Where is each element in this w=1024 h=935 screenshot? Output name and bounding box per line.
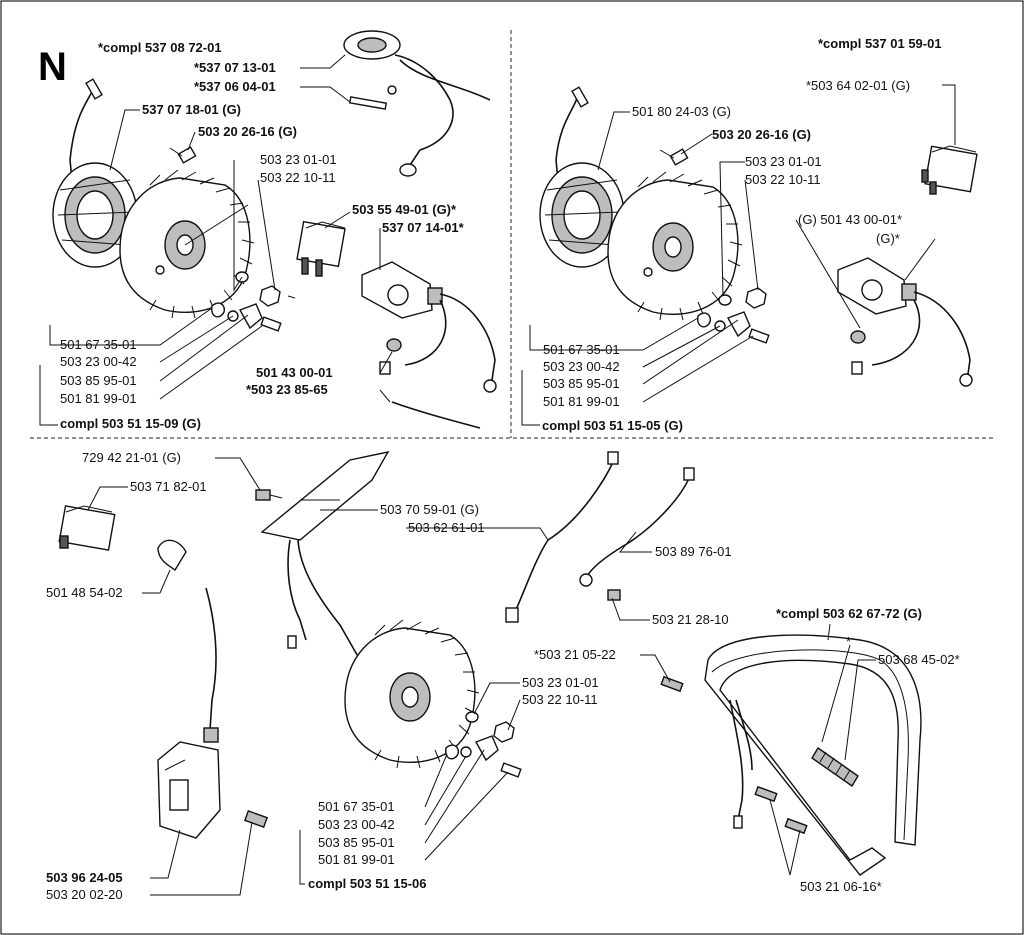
bottom-ignition-coil-drawing [157, 587, 269, 839]
tl-switch-drawing [296, 220, 346, 277]
section-letter: N [38, 45, 67, 89]
label-star: * [846, 634, 851, 649]
label-tr-501-43-00-01: (G) 501 43 00-01* [798, 212, 902, 227]
label-503-55-49-01: 503 55 49-01 (G)* [352, 202, 457, 217]
label-501-80-24-03: 501 80 24-03 (G) [632, 104, 731, 119]
bottom-wires-drawing [505, 451, 695, 623]
bottom-handle-drawing [660, 634, 922, 876]
label-503-62-61-01: 503 62 61-01 [408, 520, 485, 535]
label-bottom-503-22-10-11: 503 22 10-11 [522, 692, 598, 707]
label-503-21-06-16: 503 21 06-16* [800, 879, 882, 894]
bottom-switch-drawing [58, 505, 116, 551]
bottom-plug-cap-drawing [157, 539, 187, 572]
label-537-07-13-01: *537 07 13-01 [194, 60, 276, 75]
label-537-07-18-01: 537 07 18-01 (G) [142, 102, 241, 117]
label-compl-503-62-67-72: *compl 503 62 67-72 (G) [776, 606, 922, 621]
tr-flywheel-drawing [607, 171, 743, 321]
tl-ignition-module-drawing [52, 78, 138, 268]
tl-leader-lines [39, 54, 393, 426]
label-tr-501-81-99-01: 501 81 99-01 [543, 394, 620, 409]
label-503-20-26-16: 503 20 26-16 (G) [198, 124, 297, 139]
label-tr-g-star: (G)* [876, 231, 900, 246]
label-501-67-35-01: 501 67 35-01 [60, 337, 137, 352]
label-tr-503-22-10-11: 503 22 10-11 [745, 172, 821, 187]
label-503-64-02-01: *503 64 02-01 (G) [806, 78, 910, 93]
tr-leader-lines [521, 84, 956, 426]
label-compl-537-08-72-01: *compl 537 08 72-01 [98, 40, 222, 55]
label-501-48-54-02: 501 48 54-02 [46, 585, 123, 600]
label-501-81-99-01: 501 81 99-01 [60, 391, 137, 406]
tr-switch-drawing [921, 145, 978, 195]
label-503-96-24-05: 503 96 24-05 [46, 870, 123, 885]
bottom-leader-lines [87, 457, 876, 896]
bottom-flywheel-drawing [344, 619, 522, 778]
label-503-23-01-01: 503 23 01-01 [260, 152, 337, 167]
label-503-22-10-11: 503 22 10-11 [260, 170, 336, 185]
label-503-23-00-42: 503 23 00-42 [60, 354, 137, 369]
tr-ignition-module-drawing [539, 86, 625, 268]
label-compl-537-01-59-01: *compl 537 01 59-01 [818, 36, 942, 51]
tl-small-parts-drawing [169, 146, 296, 332]
label-503-21-28-10: 503 21 28-10 [652, 612, 729, 627]
label-503-89-76-01: 503 89 76-01 [655, 544, 732, 559]
bottom-shroud-drawing [260, 450, 390, 661]
label-tr-503-23-00-42: 503 23 00-42 [543, 359, 620, 374]
label-bottom-501-67-35-01: 501 67 35-01 [318, 799, 395, 814]
label-compl-503-51-15-06: compl 503 51 15-06 [308, 876, 427, 891]
label-compl-503-51-15-05: compl 503 51 15-05 (G) [542, 418, 683, 433]
tl-coil-top-drawing [343, 30, 491, 177]
label-501-43-00-01: 501 43 00-01 [256, 365, 333, 380]
label-bottom-501-81-99-01: 501 81 99-01 [318, 852, 395, 867]
label-503-71-82-01: 503 71 82-01 [130, 479, 207, 494]
label-729-42-21-01: 729 42 21-01 (G) [82, 450, 181, 465]
label-503-70-59-01: 503 70 59-01 (G) [380, 502, 479, 517]
label-503-85-95-01: 503 85 95-01 [60, 373, 137, 388]
label-537-06-04-01: *537 06 04-01 [194, 79, 276, 94]
label-compl-503-51-15-09: compl 503 51 15-09 (G) [60, 416, 201, 431]
label-bottom-503-85-95-01: 503 85 95-01 [318, 835, 395, 850]
label-537-07-14-01: 537 07 14-01* [382, 220, 465, 235]
label-tr-503-20-26-16: 503 20 26-16 (G) [712, 127, 811, 142]
label-503-21-05-22: *503 21 05-22 [534, 647, 616, 662]
label-tr-503-23-01-01: 503 23 01-01 [745, 154, 822, 169]
label-tr-501-67-35-01: 501 67 35-01 [543, 342, 620, 357]
label-503-68-45-02: 503 68 45-02* [878, 652, 960, 667]
label-503-23-85-65: *503 23 85-65 [246, 382, 328, 397]
tl-ignition-coil-drawing [361, 261, 497, 429]
bottom-screw-729-drawing [255, 489, 283, 501]
label-tr-503-85-95-01: 503 85 95-01 [543, 376, 620, 391]
label-503-20-02-20: 503 20 02-20 [46, 887, 123, 902]
label-bottom-503-23-00-42: 503 23 00-42 [318, 817, 395, 832]
label-bottom-503-23-01-01: 503 23 01-01 [522, 675, 599, 690]
tr-ignition-coil-drawing [837, 257, 973, 387]
